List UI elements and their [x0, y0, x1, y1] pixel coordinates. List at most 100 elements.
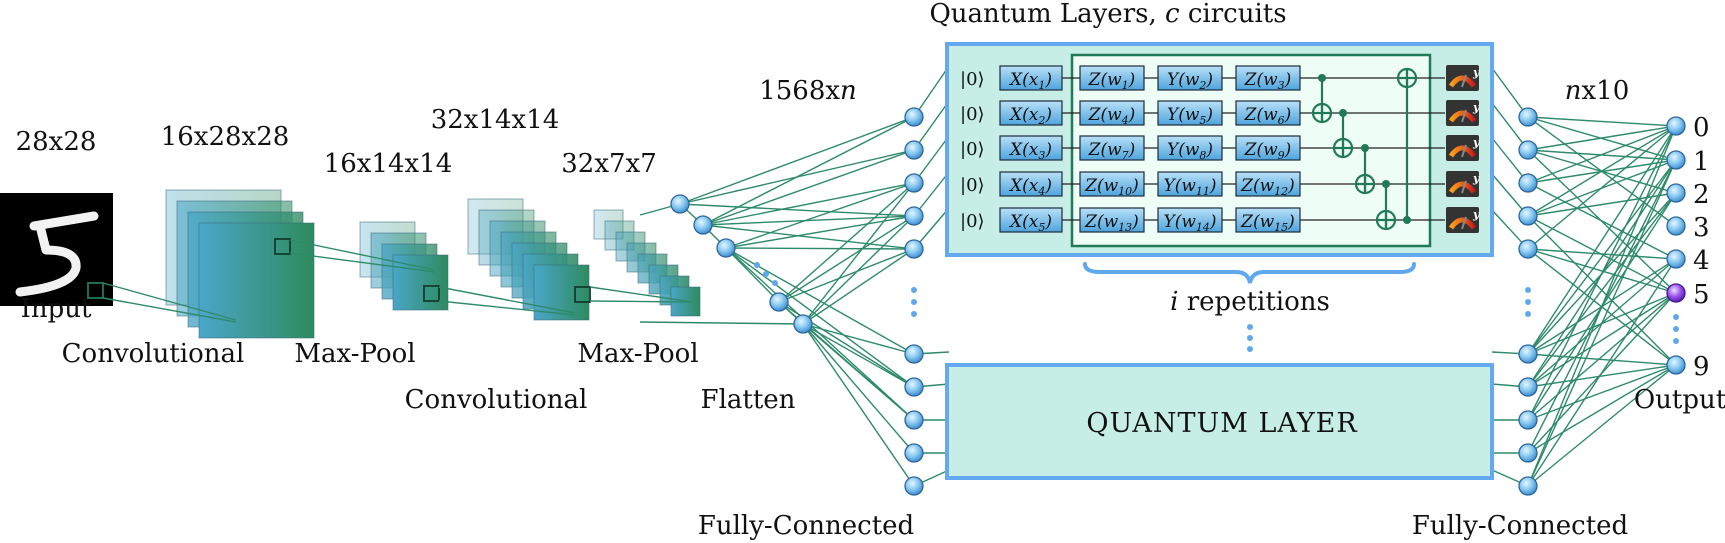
- projection-line: [102, 297, 237, 323]
- flatten-node: [670, 194, 690, 214]
- output-class-label: 0: [1693, 113, 1710, 143]
- projection-line: [102, 282, 237, 321]
- projection-line: [589, 286, 694, 303]
- edge: [725, 247, 915, 250]
- edge: [778, 182, 915, 303]
- fc1-label: Fully-Connected: [698, 511, 914, 541]
- output-class-label: 1: [1693, 147, 1710, 177]
- rotation-gate: Z(w12): [1235, 171, 1301, 198]
- meter-arc: [1448, 181, 1476, 194]
- meter-label: y: [1472, 136, 1481, 149]
- meter-needle: [1461, 216, 1467, 230]
- meter-label: y: [1472, 172, 1481, 185]
- input-label: Input: [21, 294, 92, 324]
- ellipsis-dot: [1525, 287, 1531, 293]
- gate-box: [1079, 100, 1145, 126]
- projection-line: [438, 300, 576, 316]
- measurement-meter-icon: y: [1446, 207, 1481, 233]
- fc1-node: [904, 239, 924, 259]
- edge: [1527, 125, 1677, 250]
- cnot-gate: [1375, 180, 1397, 231]
- output-node-0: [1666, 116, 1686, 136]
- ellipsis-dot: [772, 280, 778, 286]
- projection-line: [438, 286, 576, 314]
- gate-box: [999, 135, 1063, 161]
- digit-five-stroke: [15, 211, 99, 297]
- edge: [725, 182, 915, 249]
- rotation-gate: Z(w13): [1079, 207, 1145, 234]
- flatten-node: [769, 292, 789, 312]
- edge: [802, 323, 915, 421]
- connection-edges: [639, 65, 1677, 487]
- gate-box: [1079, 135, 1145, 161]
- pool1-dim-label: 16x14x14: [324, 149, 453, 179]
- encoding-gate: X(x4): [999, 171, 1063, 198]
- meter-label: y: [1472, 101, 1481, 114]
- fc1-node: [904, 377, 924, 397]
- fc1-node: [904, 476, 924, 496]
- rotation-gate: Z(w7): [1079, 135, 1145, 162]
- edge: [778, 215, 915, 303]
- qubit-wire-3: |0⟩X(x4)Z(w10)Y(w11)Z(w12)y: [960, 171, 1481, 198]
- gate-label: Z(w4): [1088, 105, 1136, 127]
- measurement-meter-icon: y: [1446, 100, 1481, 126]
- conv1-feature-maps: [165, 189, 315, 339]
- output-node-9: [1666, 355, 1686, 375]
- control-dot: [1318, 74, 1326, 82]
- edge: [1527, 292, 1677, 421]
- repetitions-ellipsis: [1247, 324, 1253, 352]
- edge: [1527, 116, 1677, 127]
- cnot-gate: [1396, 67, 1418, 224]
- edge: [802, 323, 915, 454]
- edge: [1527, 125, 1677, 184]
- fc1-node: [904, 206, 924, 226]
- edge: [802, 182, 915, 325]
- qubit-wire-1: |0⟩X(x2)Z(w4)Y(w5)Z(w6)y: [960, 100, 1481, 127]
- meter-arc: [1448, 75, 1476, 88]
- input-receptive-field: [87, 282, 104, 299]
- ellipsis-dot: [1525, 311, 1531, 317]
- edge: [639, 321, 804, 325]
- edge: [1527, 125, 1677, 151]
- measurement-meter-icon: y: [1446, 171, 1481, 197]
- gate-label: X(x5): [1008, 212, 1052, 234]
- ellipsis-dot: [911, 299, 917, 305]
- control-dot: [1403, 216, 1411, 224]
- output-class-label: 9: [1693, 352, 1710, 382]
- edge: [1491, 102, 1529, 151]
- flatten-ellipsis: [754, 262, 778, 286]
- edge: [913, 65, 950, 118]
- rotation-gate: Y(w2): [1157, 65, 1223, 92]
- fc2-node: [1518, 206, 1538, 226]
- meter-needle: [1461, 144, 1467, 158]
- qubit-wire-4: |0⟩X(x5)Z(w13)Y(w14)Z(w15)y: [960, 207, 1481, 234]
- output-node-1: [1666, 150, 1686, 170]
- flatten-node: [693, 215, 713, 235]
- edge: [679, 203, 915, 217]
- edge: [802, 248, 915, 325]
- rotation-gate: Z(w1): [1079, 65, 1145, 92]
- fc2-dim-label: nx10: [1565, 76, 1630, 106]
- init-state: |0⟩: [960, 69, 985, 90]
- output-ellipsis: [1673, 314, 1679, 344]
- meter-label: y: [1472, 208, 1481, 221]
- ellipsis-dot: [1673, 326, 1679, 332]
- measurement-meter-icon: y: [1446, 65, 1481, 91]
- edge: [1527, 125, 1677, 217]
- rotation-gate: Y(w14): [1157, 207, 1223, 234]
- projection-line: [289, 239, 436, 271]
- fc2-node: [1518, 443, 1538, 463]
- gate-box: [1157, 207, 1223, 233]
- gate-label: Z(w7): [1088, 140, 1136, 162]
- edge: [1527, 125, 1677, 421]
- meter-arc: [1448, 145, 1476, 158]
- quantum-layer-label: QUANTUM LAYER: [1086, 408, 1357, 439]
- fc1-node: [904, 140, 924, 160]
- gate-box: [1079, 207, 1145, 233]
- rotation-gate: Y(w11): [1157, 171, 1223, 198]
- ellipsis-dot: [1525, 299, 1531, 305]
- output-node-3: [1666, 216, 1686, 236]
- edge: [913, 100, 950, 151]
- edge: [802, 323, 915, 388]
